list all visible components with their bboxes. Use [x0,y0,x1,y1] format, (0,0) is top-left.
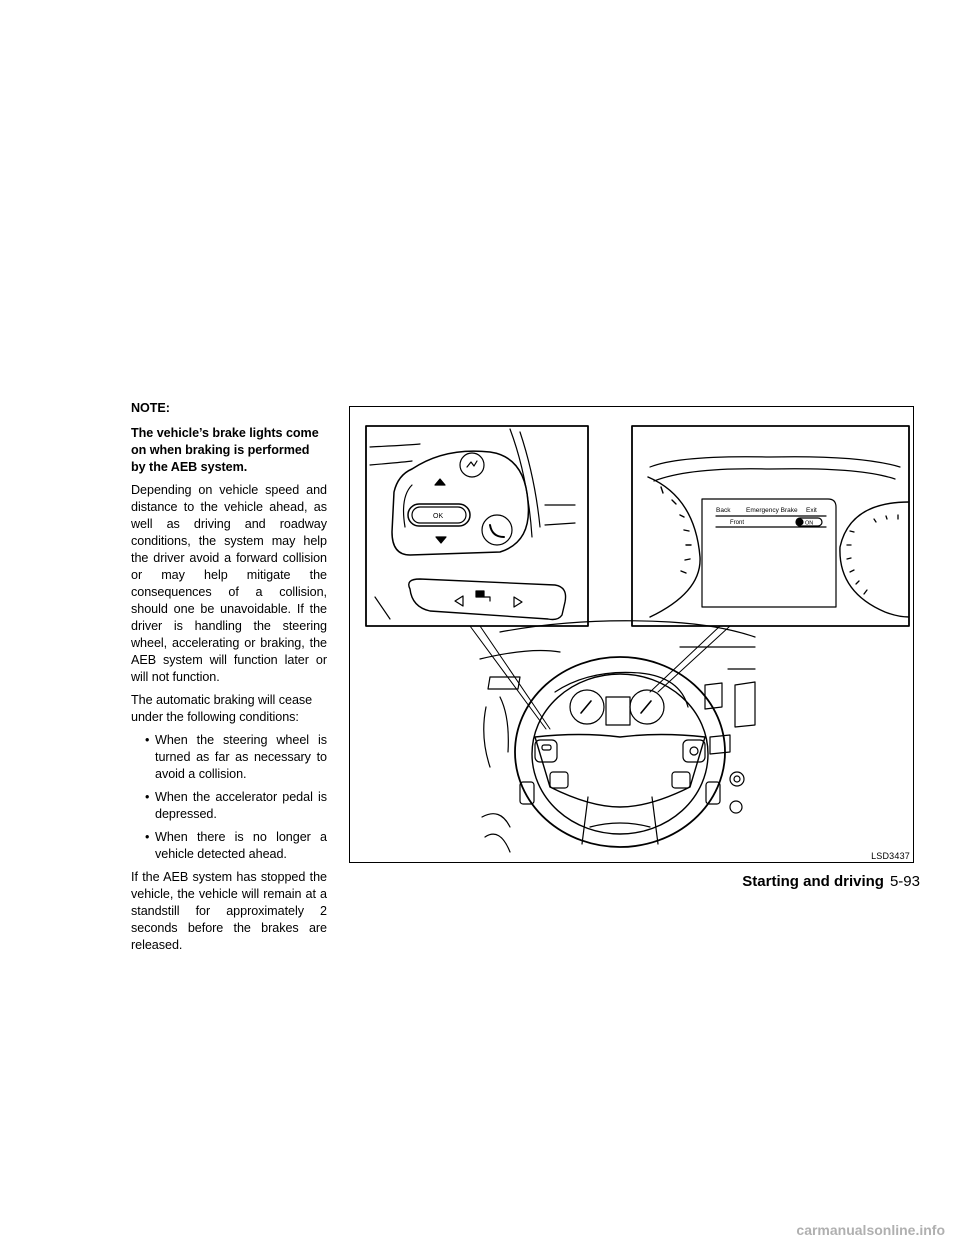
switch-pad-outline [391,450,530,556]
right-gauge-ticks [846,514,899,595]
voice-button-icon [459,452,485,478]
display-exit-label: Exit [806,507,817,514]
speedometer-icon [569,689,605,725]
left-gauge-ticks [660,486,692,574]
paragraph-1: Depending on vehicle speed and distance … [131,483,327,684]
ok-button-label: OK [433,513,443,520]
bullet-icon: • [145,830,150,844]
steering-hub [534,733,706,808]
list-item: •When the steering wheel is turned as fa… [145,733,327,781]
note-label: NOTE: [131,401,170,415]
arrow-down-icon [435,536,447,544]
watermark: carmanualsonline.info [796,1222,945,1238]
arrow-right-icon [513,596,523,608]
list-item: •When the accelerator pedal is de­presse… [145,790,327,821]
display-back-label: Back [716,507,731,514]
text-column: NOTE: The vehicle’s brake lights come on… [131,400,327,960]
bullet-icon: • [145,790,150,804]
arrow-left-icon [454,595,464,607]
display-on-label: ON [805,521,813,527]
display-inset-frame [631,425,910,627]
display-front-label: Front [730,520,744,526]
display-title-label: Emergency Brake [746,507,798,514]
right-wheel-switch [682,739,706,763]
left-wheel-switch [534,739,558,763]
display-toggle-icon [475,590,485,598]
list-item: •When there is no longer a vehicle de­te… [145,830,327,861]
switch-inset-frame [365,425,589,627]
arrow-up-icon [434,478,446,486]
bold-statement: The vehicle’s brake lights come on when … [131,426,319,474]
steering-wheel-rim [514,656,726,848]
page-number: 5-93 [889,873,920,890]
illustration-svg: Back Emergency Brake Exit Front ON OK [365,425,910,853]
section-title: Starting and driving [742,873,884,890]
knob-icon [729,771,745,787]
phone-button-icon [481,514,513,546]
lower-switch-bar [408,578,567,621]
ok-button-outline [407,503,471,527]
figure-steering-wheel-illustration: Back Emergency Brake Exit Front ON OK [349,406,914,863]
center-screen [734,681,756,728]
on-toggle [795,517,823,527]
paragraph-2: The automatic braking will cease under t… [131,693,313,724]
paragraph-3: If the AEB system has stopped the vehicl… [131,870,327,952]
info-display [701,498,837,608]
bullet-icon: • [145,733,150,747]
condition-list: •When the steering wheel is turned as fa… [131,732,327,863]
page-footer: Starting and driving 5-93 [0,873,920,890]
figure-code: LSD3437 [871,851,910,861]
